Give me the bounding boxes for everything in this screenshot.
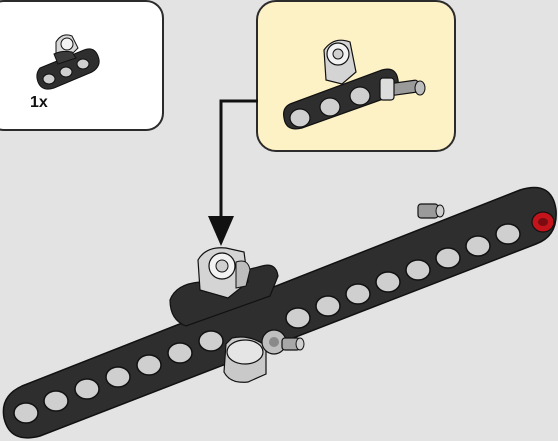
axle-stub-icon [417,203,445,219]
bushing-assembly-icon [223,329,305,383]
placement-arrow-icon [208,99,258,246]
connector-target-icon [197,247,251,299]
long-beam-icon [2,186,557,439]
subassembly-icon [283,39,426,130]
red-pin-icon [531,211,555,233]
technic-beam-part-icon [36,34,100,90]
parts-list-callout: 1x [0,0,164,131]
part-quantity: 1x [30,94,48,111]
subassembly-callout [256,0,456,152]
